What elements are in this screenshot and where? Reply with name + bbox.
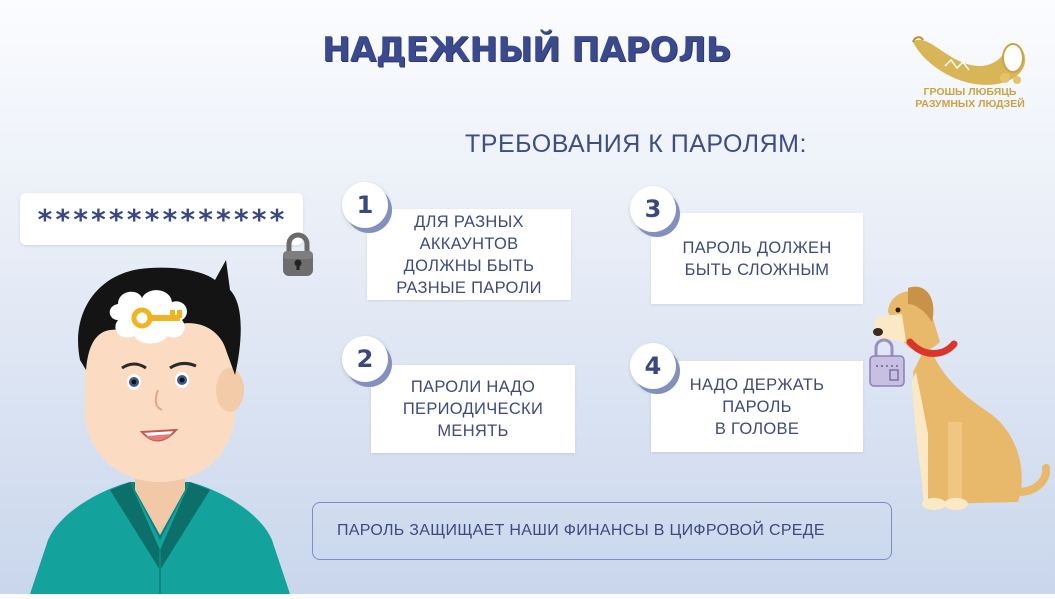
requirement-text-3: ПАРОЛЬ ДОЛЖЕН БЫТЬ СЛОЖНЫМ — [682, 238, 832, 279]
requirements-heading: ТРЕБОВАНИЯ К ПАРОЛЯМ: — [465, 130, 807, 158]
padlock-icon — [281, 232, 315, 283]
footer-statement-text: ПАРОЛЬ ЗАЩИЩАЕТ НАШИ ФИНАНСЫ В ЦИФРОВОЙ … — [337, 522, 825, 539]
requirement-card-4: НАДО ДЕРЖАТЬ ПАРОЛЬ В ГОЛОВЕ — [651, 361, 863, 452]
password-mask-box: ************** — [20, 193, 303, 245]
dog-padlock-icon — [869, 338, 905, 387]
requirement-badge-1: 1 — [342, 182, 388, 228]
requirement-number-3: 3 — [644, 195, 662, 223]
logo-line-2: РАЗУМНЫХ ЛЮДЗЕЙ — [915, 98, 1025, 110]
logo-line-1: ГРОШЫ ЛЮБЯЦЬ — [923, 86, 1017, 98]
requirement-number-2: 2 — [356, 345, 374, 373]
logo-text: ГРОШЫ ЛЮБЯЦЬ РАЗУМНЫХ ЛЮДЗЕЙ — [915, 86, 1025, 110]
man-illustration — [30, 250, 290, 599]
requirement-card-3: ПАРОЛЬ ДОЛЖЕН БЫТЬ СЛОЖНЫМ — [651, 213, 863, 304]
requirement-badge-3: 3 — [630, 186, 676, 232]
dog-illustration — [868, 282, 1051, 517]
cornucopia-logo-icon — [905, 28, 1030, 95]
requirement-number-4: 4 — [644, 352, 662, 380]
page-title: НАДЕЖНЫЙ ПАРОЛЬ — [322, 30, 732, 70]
requirement-badge-4: 4 — [630, 343, 676, 389]
footer-statement-box: ПАРОЛЬ ЗАЩИЩАЕТ НАШИ ФИНАНСЫ В ЦИФРОВОЙ … — [312, 502, 892, 560]
requirement-badge-2: 2 — [342, 336, 388, 382]
requirement-text-2: ПАРОЛИ НАДО ПЕРИОДИЧЕСКИ МЕНЯТЬ — [402, 378, 544, 440]
requirement-text-1: ДЛЯ РАЗНЫХ АККАУНТОВ ДОЛЖНЫ БЫТЬ РАЗНЫЕ … — [396, 212, 542, 297]
requirement-text-4: НАДО ДЕРЖАТЬ ПАРОЛЬ В ГОЛОВЕ — [689, 375, 825, 438]
key-icon — [131, 307, 182, 329]
password-mask-text: ************** — [36, 202, 287, 236]
requirement-card-1: ДЛЯ РАЗНЫХ АККАУНТОВ ДОЛЖНЫ БЫТЬ РАЗНЫЕ … — [367, 209, 571, 300]
requirement-card-2: ПАРОЛИ НАДО ПЕРИОДИЧЕСКИ МЕНЯТЬ — [371, 365, 575, 453]
requirement-number-1: 1 — [356, 191, 374, 219]
